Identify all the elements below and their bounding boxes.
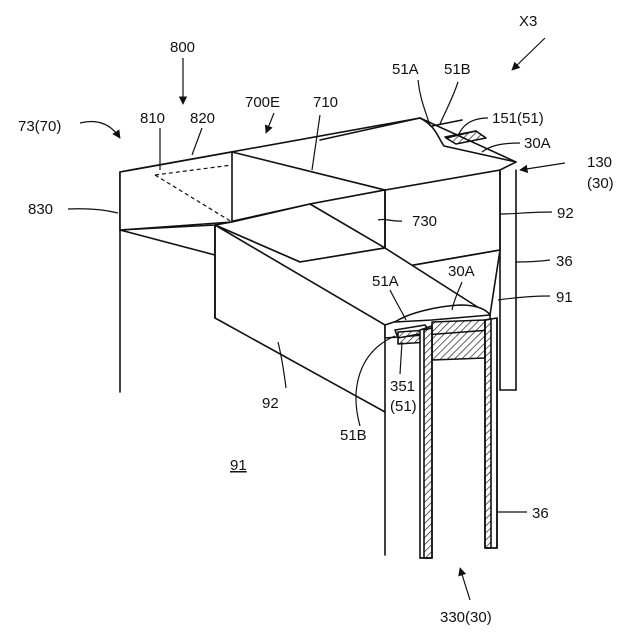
- strip-36-front-hatch: [424, 328, 432, 558]
- block-830-bottom: [120, 230, 215, 255]
- leader-92-right: [500, 212, 552, 214]
- label-92-left: 92: [262, 395, 279, 412]
- label-330-30: 330(30): [440, 609, 492, 626]
- arrow-x3: [512, 38, 545, 70]
- strip-36-right-hatch: [485, 319, 491, 548]
- leader-51B-top: [440, 82, 458, 124]
- arrow-330: [460, 568, 470, 600]
- leader-36-upper: [516, 260, 550, 262]
- leader-351: [400, 342, 402, 374]
- arrow-700E: [266, 113, 274, 133]
- label-36-upper: 36: [556, 253, 573, 270]
- label-151-51: 151(51): [492, 110, 544, 127]
- label-91-front: 91: [230, 457, 247, 474]
- label-91-right: 91: [556, 289, 573, 306]
- label-351: 351: [390, 378, 415, 395]
- corner-back-link: [490, 250, 500, 315]
- corner-block-hatch: [432, 320, 485, 360]
- block-830-face: [120, 152, 232, 230]
- label-51A-mid: 51A: [372, 273, 399, 290]
- label-130: 130: [587, 154, 612, 171]
- label-51A-top: 51A: [392, 61, 419, 78]
- arrow-73: [80, 121, 120, 138]
- label-800: 800: [170, 39, 195, 56]
- label-36-lower: 36: [532, 505, 549, 522]
- label-710: 710: [313, 94, 338, 111]
- label-830: 830: [28, 201, 53, 218]
- leader-830: [68, 209, 118, 213]
- label-30A-mid: 30A: [448, 263, 475, 280]
- label-30A-top: 30A: [524, 135, 551, 152]
- leader-820: [192, 128, 202, 155]
- label-51B-low: 51B: [340, 427, 367, 444]
- label-810: 810: [140, 110, 165, 127]
- label-30-paren: (30): [587, 175, 614, 192]
- label-700E: 700E: [245, 94, 280, 111]
- label-820: 820: [190, 110, 215, 127]
- label-51-paren: (51): [390, 398, 417, 415]
- label-51B-top: 51B: [444, 61, 471, 78]
- label-x3: X3: [519, 13, 537, 30]
- label-92-right: 92: [557, 205, 574, 222]
- label-73-70: 73(70): [18, 118, 61, 135]
- label-730: 730: [412, 213, 437, 230]
- arrow-130: [520, 163, 565, 170]
- leader-91-right: [498, 296, 550, 300]
- seal-51B-top-line: [432, 120, 462, 126]
